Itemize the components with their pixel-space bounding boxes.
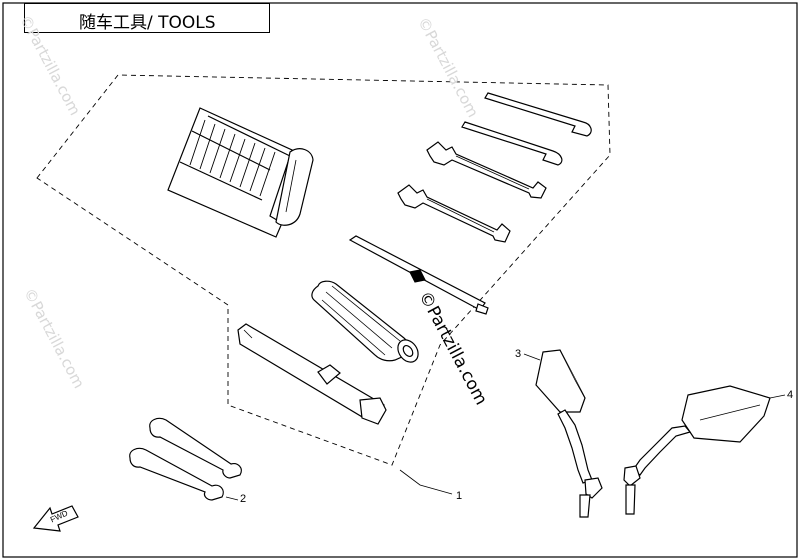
fwd-arrow-drawing xyxy=(32,505,79,532)
diagram-title: 随车工具/ TOOLS xyxy=(79,13,216,33)
toolkit-dashed-boundary xyxy=(36,74,611,466)
screwdriver-handle-drawing xyxy=(311,280,419,363)
callout-1: 1 xyxy=(456,490,463,502)
callout-2: 2 xyxy=(240,493,247,505)
hex-keys-drawing xyxy=(461,92,592,166)
spark-plug-wrench-drawing xyxy=(237,323,387,425)
tool-pouch-drawing xyxy=(167,107,314,238)
leader-lines xyxy=(225,353,786,501)
wrenches-drawing xyxy=(397,141,547,243)
mirror-left-drawing xyxy=(535,349,603,518)
callout-4: 4 xyxy=(787,389,794,401)
callout-3: 3 xyxy=(515,348,522,360)
screwdriver-bit-drawing xyxy=(348,235,489,315)
mirror-right-drawing xyxy=(623,385,771,515)
rubber-straps-drawing xyxy=(129,417,242,501)
